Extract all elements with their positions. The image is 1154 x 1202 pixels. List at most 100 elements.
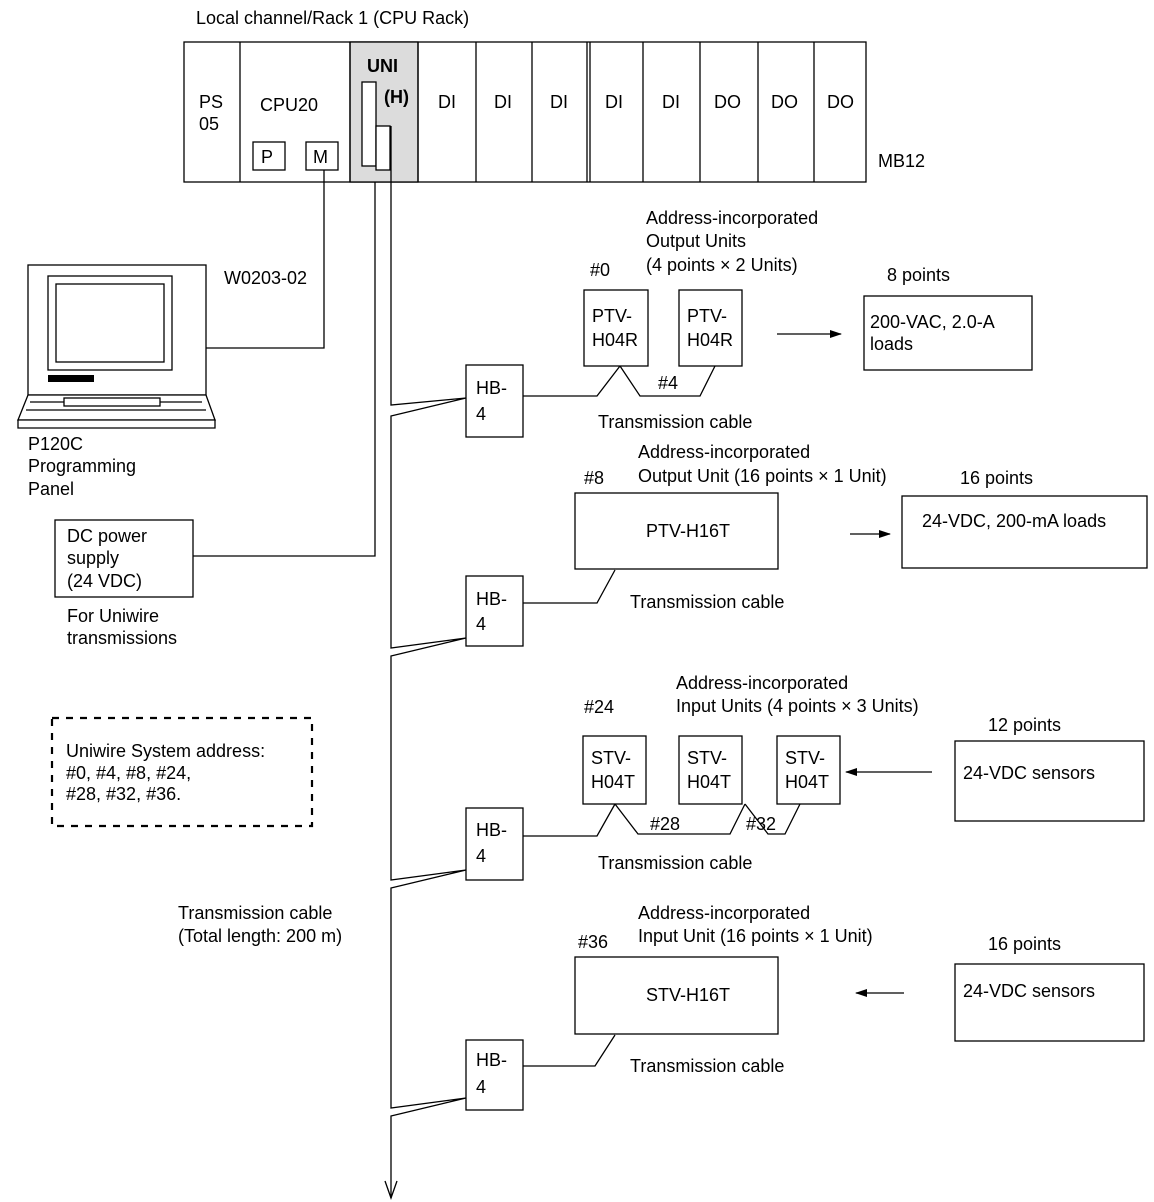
- power-supply-label: DC power: [67, 526, 147, 546]
- group-description: Input Units (4 points × 3 Units): [676, 696, 919, 716]
- slot-label: DO: [771, 92, 798, 112]
- unit-box: [574, 492, 779, 570]
- cpu-port-m-label: M: [313, 147, 328, 167]
- group-description: Address-incorporated: [646, 208, 818, 228]
- points-label: 8 points: [887, 265, 950, 285]
- group-description: (4 points × 2 Units): [646, 255, 798, 275]
- link-address: #4: [658, 373, 678, 393]
- hub-label: HB-: [476, 589, 507, 609]
- backplane-label: MB12: [878, 151, 925, 171]
- cable-label: Transmission cable: [630, 1056, 784, 1076]
- points-label: 12 points: [988, 715, 1061, 735]
- main-cable-label: Transmission cable: [178, 903, 332, 923]
- address-note: Uniwire System address: #0, #4, #8, #24,…: [50, 716, 314, 828]
- input-group-3: HB- 4 Address-incorporated Input Units (…: [465, 673, 1145, 881]
- group-description: Address-incorporated: [638, 903, 810, 923]
- cpu-port-m: [305, 141, 339, 171]
- slot-label: DO: [827, 92, 854, 112]
- unit-label: H04T: [591, 772, 635, 792]
- cpu-module-label: CPU20: [260, 95, 318, 115]
- power-supply-note: transmissions: [67, 628, 177, 648]
- unit-label: PTV-: [592, 306, 632, 326]
- programming-panel-label: P120C: [28, 434, 83, 454]
- output-group-1: HB- 4 Address-incorporated Output Units …: [465, 208, 1033, 438]
- device-box: [863, 295, 1033, 371]
- unit-box: [582, 735, 647, 805]
- hub-label: 4: [476, 1077, 486, 1097]
- programming-panel: W0203-02 P120C Programming Panel: [17, 170, 325, 499]
- cable-label: Transmission cable: [598, 412, 752, 432]
- uni-module-h: (H): [384, 87, 409, 107]
- points-label: 16 points: [960, 468, 1033, 488]
- unit-label: H04T: [785, 772, 829, 792]
- start-address: #36: [578, 932, 608, 952]
- slot-label: DO: [714, 92, 741, 112]
- slot-label: DI: [550, 92, 568, 112]
- unit-label: STV-: [687, 748, 727, 768]
- unit-label: STV-H16T: [646, 985, 730, 1005]
- slot-label: DI: [438, 92, 456, 112]
- slot-label: DI: [605, 92, 623, 112]
- hub-hb4: [465, 1039, 524, 1111]
- address-note-line: Uniwire System address:: [66, 741, 265, 761]
- cpu-rack: Local channel/Rack 1 (CPU Rack) PS 05 CP…: [183, 8, 925, 183]
- uni-module-label: UNI: [367, 56, 398, 76]
- unit-box: [678, 735, 743, 805]
- hub-hb4: [465, 575, 524, 647]
- slot-label: DI: [662, 92, 680, 112]
- output-group-2: HB- 4 Address-incorporated Output Unit (…: [465, 442, 1148, 647]
- device-box: [954, 740, 1145, 822]
- hub-label: 4: [476, 404, 486, 424]
- device-label: 200-VAC, 2.0-A: [870, 312, 995, 332]
- device-label: loads: [870, 334, 913, 354]
- points-label: 16 points: [988, 934, 1061, 954]
- unit-box: [678, 289, 743, 367]
- address-note-line: #0, #4, #8, #24,: [66, 763, 191, 783]
- power-supply-note: For Uniwire: [67, 606, 159, 626]
- main-cable-label: (Total length: 200 m): [178, 926, 342, 946]
- address-note-line: #28, #32, #36.: [66, 784, 181, 804]
- unit-label: PTV-: [687, 306, 727, 326]
- link-address: #28: [650, 814, 680, 834]
- hub-label: HB-: [476, 378, 507, 398]
- power-supply-label: (24 VDC): [67, 571, 142, 591]
- unit-box: [583, 289, 649, 367]
- programming-panel-label: Panel: [28, 479, 74, 499]
- laptop-icon: [17, 264, 216, 429]
- unit-label: H04T: [687, 772, 731, 792]
- programming-cable-label: W0203-02: [224, 268, 307, 288]
- unit-label: H04R: [592, 330, 638, 350]
- rack-caption: Local channel/Rack 1 (CPU Rack): [196, 8, 469, 28]
- group-description: Output Units: [646, 231, 746, 251]
- unit-label: H04R: [687, 330, 733, 350]
- power-supply-box: [54, 519, 194, 598]
- uni-terminal: [361, 81, 377, 167]
- link-address: #32: [746, 814, 776, 834]
- device-box: [954, 963, 1145, 1042]
- rack-frame: [183, 41, 867, 183]
- hub-label: HB-: [476, 1050, 507, 1070]
- hub-label: 4: [476, 846, 486, 866]
- group-description: Output Unit (16 points × 1 Unit): [638, 466, 887, 486]
- uni-terminal-2: [375, 125, 391, 171]
- input-group-4: HB- 4 Address-incorporated Input Unit (1…: [465, 903, 1145, 1111]
- ps-module-number: 05: [199, 114, 219, 134]
- power-supply: DC power supply (24 VDC) For Uniwire tra…: [54, 182, 376, 648]
- cable-label: Transmission cable: [598, 853, 752, 873]
- power-supply-label: supply: [67, 548, 119, 568]
- cable-label: Transmission cable: [630, 592, 784, 612]
- group-description: Input Unit (16 points × 1 Unit): [638, 926, 873, 946]
- cpu-port-p: [252, 141, 286, 171]
- hub-hb4: [465, 807, 524, 881]
- hub-label: 4: [476, 614, 486, 634]
- programming-panel-label: Programming: [28, 456, 136, 476]
- device-label: 24-VDC sensors: [963, 763, 1095, 783]
- start-address: #0: [590, 260, 610, 280]
- slot-label: DI: [494, 92, 512, 112]
- ps-module-label: PS: [199, 92, 223, 112]
- hub-label: HB-: [476, 820, 507, 840]
- unit-label: STV-: [785, 748, 825, 768]
- unit-box: [776, 735, 841, 805]
- start-address: #24: [584, 697, 614, 717]
